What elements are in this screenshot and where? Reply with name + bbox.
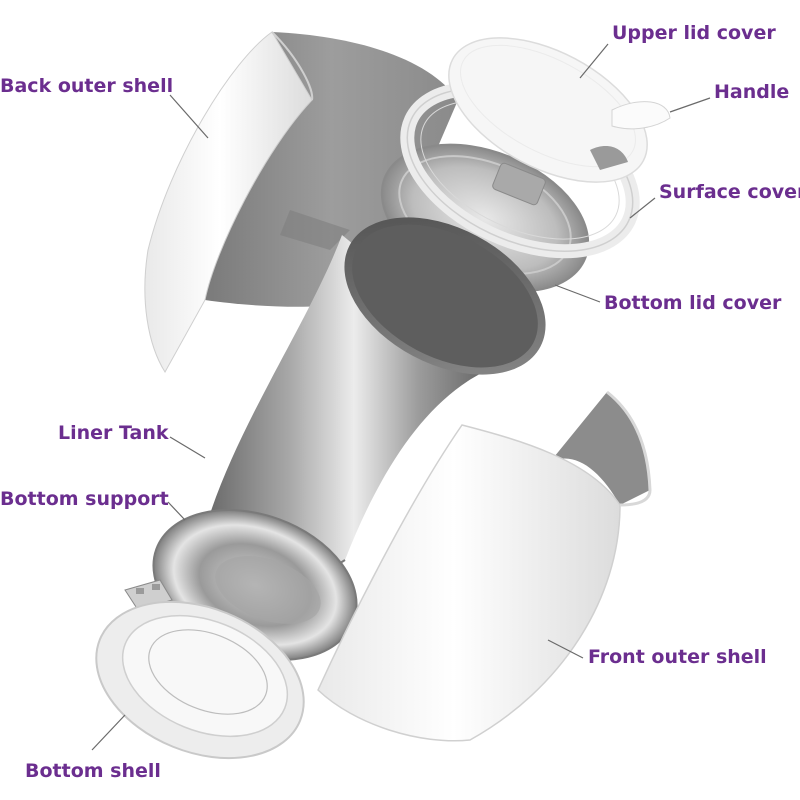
- label-bottom-shell: Bottom shell: [25, 760, 161, 782]
- label-liner-tank: Liner Tank: [58, 422, 169, 444]
- upper-lid-cover: [448, 37, 648, 183]
- leader-handle: [669, 97, 711, 113]
- leader-bottom-support: [167, 501, 186, 521]
- label-handle: Handle: [714, 81, 790, 103]
- leader-liner-tank: [169, 436, 206, 459]
- label-bottom-lid-cover: Bottom lid cover: [604, 292, 782, 314]
- label-surface-cover: Surface cover: [659, 181, 800, 203]
- leader-bottom-shell: [91, 714, 126, 751]
- leader-front-outer-shell: [547, 639, 584, 659]
- label-back-outer-shell: Back outer shell: [0, 75, 174, 97]
- front-outer-shell: [317, 390, 652, 742]
- label-bottom-support: Bottom support: [0, 488, 169, 510]
- bottom-shell: [95, 600, 305, 760]
- label-upper-lid-cover: Upper lid cover: [612, 22, 776, 44]
- liner-tank: [207, 217, 546, 577]
- leader-upper-lid-cover: [579, 43, 609, 79]
- leader-bottom-lid-cover: [554, 284, 601, 303]
- leader-surface-cover: [629, 197, 656, 219]
- label-front-outer-shell: Front outer shell: [588, 646, 767, 668]
- leader-back-outer-shell: [169, 94, 209, 139]
- handle: [590, 101, 671, 170]
